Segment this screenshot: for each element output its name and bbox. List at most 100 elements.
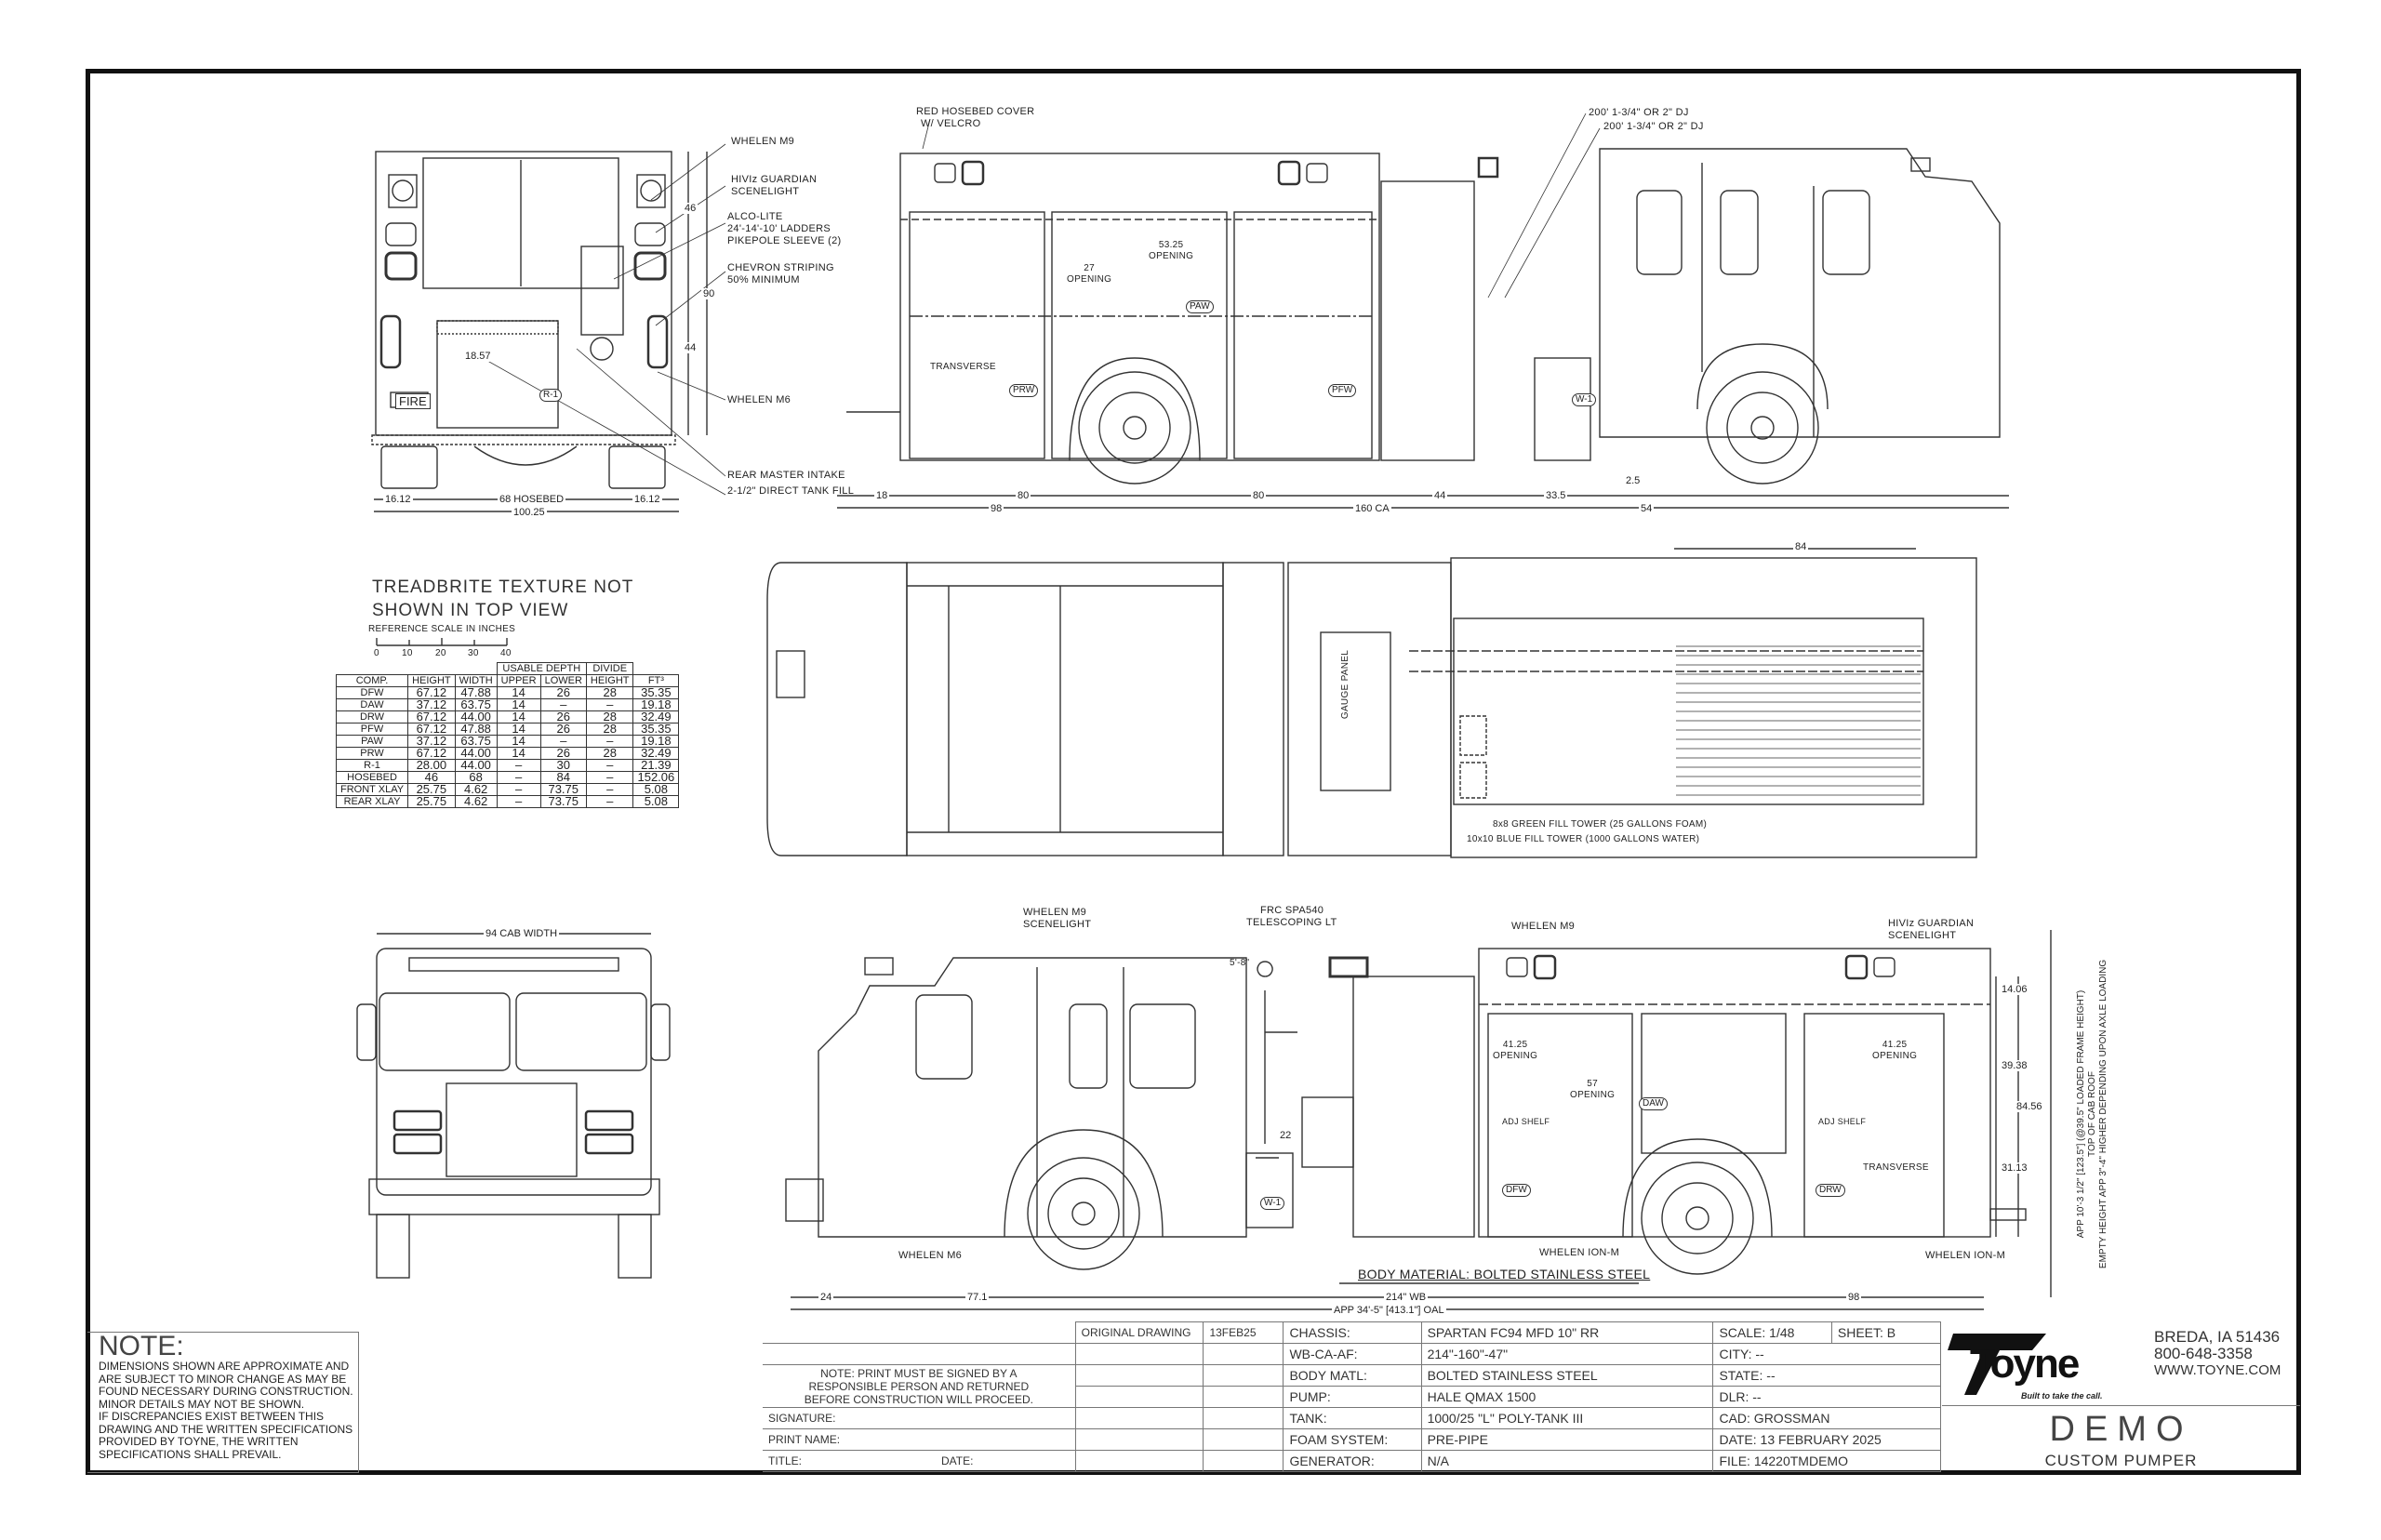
opening-width-value: 53.25 <box>1158 240 1184 250</box>
group-header-divide: DIVIDE <box>585 662 634 675</box>
scale-tick: 10 <box>402 648 413 658</box>
callout-crosslay-1: 200' 1-3/4" OR 2" DJ <box>1589 107 1689 118</box>
group-header-usable-depth: USABLE DEPTH <box>496 662 587 675</box>
spec-value: N/A <box>1420 1450 1714 1472</box>
print-name-field[interactable]: PRINT NAME: <box>763 1428 1076 1451</box>
note-line: PROVIDED BY TOYNE, THE WRITTEN <box>99 1435 299 1448</box>
callout-whelen-m9: WHELEN M9 <box>731 136 795 147</box>
tag-w1: W-1 <box>1572 393 1597 406</box>
hosebed-slats <box>1676 645 1921 796</box>
table-cell: – <box>496 795 541 808</box>
opening-label: OPENING <box>1570 1090 1616 1100</box>
height-note-line1: APP 10'-3 1/2" [123.5"] (@39.5" LOADED F… <box>2076 989 2086 1239</box>
table-cell: 73.75 <box>539 795 587 808</box>
opening-width-label: OPENING <box>1149 251 1194 261</box>
height-note-line2: TOP OF CAB ROOF <box>2087 1071 2097 1157</box>
callout-alco-lite: ALCO-LITE <box>727 211 783 222</box>
note-line: ARE SUBJECT TO MINOR CHANGE AS MAY BE <box>99 1372 347 1386</box>
table-cell: 63.75 <box>454 735 498 748</box>
spec-value: HALE QMAX 1500 <box>1420 1386 1714 1408</box>
note-line: IF DISCREPANCIES EXIST BETWEEN THIS <box>99 1410 325 1423</box>
dealer: DLR: -- <box>1712 1386 1941 1408</box>
project-type: CUSTOM PUMPER <box>2044 1452 2198 1469</box>
toyne-logo: Toyne <box>1970 1341 2080 1387</box>
table-cell: HOSEBED <box>335 771 409 784</box>
sign-note-line: NOTE: PRINT MUST BE SIGNED BY A <box>820 1366 1018 1380</box>
callout-rear-master-intake: REAR MASTER INTAKE <box>727 470 845 481</box>
table-cell: DRW <box>335 710 409 724</box>
dim-overall-length: APP 34'-5" [413.1"] OAL <box>1332 1305 1446 1316</box>
opening-label: OPENING <box>1872 1051 1918 1061</box>
company-phone: 800-648-3358 <box>2154 1345 2253 1362</box>
table-cell: 35.35 <box>632 723 680 736</box>
spec-label: WB-CA-AF: <box>1283 1343 1422 1365</box>
treadbrite-note-line1: TREADBRITE TEXTURE NOT <box>372 578 634 597</box>
tag-transverse: TRANSVERSE <box>1863 1162 1929 1173</box>
dim-hosebed: 68 HOSEBED <box>498 494 566 505</box>
dim-98: 98 <box>989 503 1004 514</box>
spec-label: FOAM SYSTEM: <box>1283 1428 1422 1451</box>
dim-18: 18 <box>874 490 890 501</box>
scale-title: REFERENCE SCALE IN INCHES <box>368 624 516 634</box>
spec-label: BODY MATL: <box>1283 1364 1422 1387</box>
scale-tick: 0 <box>374 648 379 658</box>
dim-80a: 80 <box>1016 490 1031 501</box>
signature-field[interactable]: SIGNATURE: <box>763 1407 1076 1429</box>
column-header: HEIGHT <box>407 674 456 687</box>
opening-height-value: 27 <box>1084 263 1095 273</box>
callout-crosslay-2: 200' 1-3/4" OR 2" DJ <box>1603 121 1704 132</box>
fire-placard: FIRE <box>395 393 431 409</box>
table-cell: REAR XLAY <box>335 795 409 808</box>
general-notes: NOTE: DIMENSIONS SHOWN ARE APPROXIMATE A… <box>87 1332 359 1473</box>
opening-height-label: OPENING <box>1067 274 1112 285</box>
table-cell: 14 <box>496 735 541 748</box>
sign-note-line: BEFORE CONSTRUCTION WILL PROCEED. <box>804 1392 1033 1406</box>
table-cell: 47.88 <box>454 723 498 736</box>
dim-step: 22 <box>1278 1130 1294 1141</box>
table-cell: 26 <box>539 747 587 760</box>
table-cell: 4.62 <box>454 795 498 808</box>
dim-lower: 44 <box>683 342 698 353</box>
tag-drw: DRW <box>1816 1184 1845 1197</box>
tag-adj-shelf-rear: ADJ SHELF <box>1818 1117 1867 1126</box>
date: DATE: 13 FEBRUARY 2025 <box>1712 1428 1941 1451</box>
file: FILE: 14220TMDEMO <box>1712 1450 1941 1472</box>
spec-label: CHASSIS: <box>1283 1321 1422 1344</box>
dim-cab-width: 94 CAB WIDTH <box>484 928 560 939</box>
note-line: MINOR DETAILS MAY NOT BE SHOWN. <box>99 1397 305 1411</box>
table-cell: PAW <box>335 735 409 748</box>
opening-value: 41.25 <box>1502 1040 1528 1050</box>
note-line: DRAWING AND THE WRITTEN SPECIFICATIONS <box>99 1422 353 1436</box>
dim-80b: 80 <box>1251 490 1267 501</box>
callout-whelen-m6: WHELEN M6 <box>898 1250 963 1261</box>
table-cell: 5.08 <box>632 783 680 796</box>
side-view-officer-drawing <box>837 113 2009 509</box>
state: STATE: -- <box>1712 1364 1941 1387</box>
dim-width: 100.25 <box>512 507 547 518</box>
cad: CAD: GROSSMAN <box>1712 1407 1941 1429</box>
dim-wheelbase: 214" WB <box>1384 1292 1429 1303</box>
note-line: DIMENSIONS SHOWN ARE APPROXIMATE AND <box>99 1360 350 1373</box>
dim-31-13: 31.13 <box>2000 1162 2029 1174</box>
height-note-line3: EMPTY HEIGHT APP 3"-4" HIGHER DEPENDING … <box>2098 959 2108 1269</box>
callout-hiviz-guardian: HIVIz GUARDIAN <box>731 174 818 185</box>
spec-value: SPARTAN FC94 MFD 10" RR <box>1420 1321 1714 1344</box>
column-header: COMP. <box>335 674 409 687</box>
tag-daw: DAW <box>1639 1097 1668 1110</box>
tag-prw: PRW <box>1009 384 1039 397</box>
company-website: WWW.TOYNE.COM <box>2154 1362 2281 1378</box>
title-date-field[interactable]: TITLE:DATE: <box>763 1450 1076 1472</box>
table-cell: 5.08 <box>632 795 680 808</box>
opening-label: OPENING <box>1493 1051 1538 1061</box>
dim-side-right: 16.12 <box>632 494 662 505</box>
table-cell: FRONT XLAY <box>335 783 409 796</box>
callout-telescoping-lt: TELESCOPING LT <box>1246 917 1337 928</box>
dim-84-56: 84.56 <box>2015 1101 2044 1112</box>
table-cell: 26 <box>539 710 587 724</box>
